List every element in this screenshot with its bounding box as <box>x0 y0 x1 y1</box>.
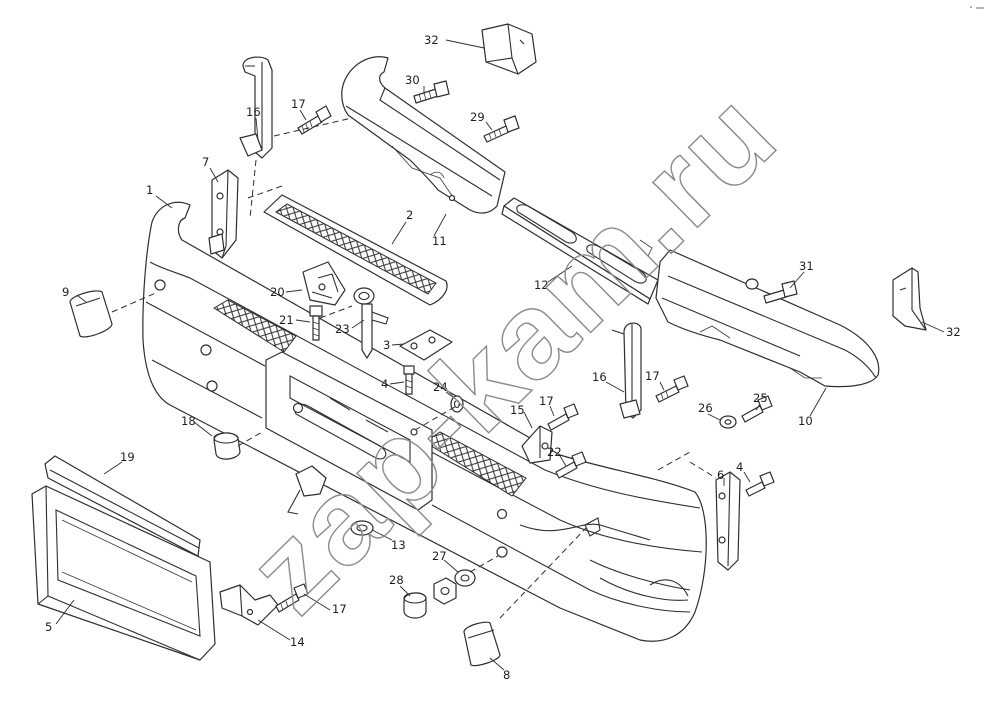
part-31-bolt <box>745 278 798 304</box>
callout-10: 10 <box>798 414 813 428</box>
callout-17-right: 17 <box>645 369 660 383</box>
callout-17-middle: 17 <box>539 394 554 408</box>
part-28-nut <box>403 577 457 619</box>
part-20-bracket <box>302 261 346 306</box>
callout-19: 19 <box>120 450 135 464</box>
part-9-cap <box>69 290 113 338</box>
part-12-middle-slot-panel <box>501 197 659 305</box>
part-15-bracket <box>521 425 553 464</box>
callout-26: 26 <box>698 401 713 415</box>
part-17-bolt-right <box>655 375 689 403</box>
corner-mark <box>970 6 984 9</box>
part-2-grille-insert <box>263 194 448 306</box>
part-25-bolt <box>741 395 773 423</box>
callout-15: 15 <box>510 403 525 417</box>
callout-23: 23 <box>335 322 350 336</box>
callout-27: 27 <box>432 549 447 563</box>
part-1-main-bumper <box>142 201 707 642</box>
callout-28: 28 <box>389 573 404 587</box>
callout-12: 12 <box>534 278 549 292</box>
part-23-pin <box>353 287 389 359</box>
part-6-right-bracket <box>715 471 741 571</box>
part-27-washer <box>454 569 476 587</box>
part-29-bolt <box>483 115 520 143</box>
part-26-washer <box>719 415 737 429</box>
callout-32-top: 32 <box>424 33 439 47</box>
callout-9: 9 <box>62 285 69 299</box>
callout-25: 25 <box>753 391 768 405</box>
part-30-bolt <box>413 80 450 104</box>
callout-24: 24 <box>433 380 448 394</box>
part-32-top-bracket <box>481 23 537 75</box>
callout-5: 5 <box>45 620 52 634</box>
callout-13: 13 <box>391 538 406 552</box>
assembly-lines <box>111 117 717 619</box>
part-8-cap <box>463 621 501 667</box>
callout-17-top-left: 17 <box>291 97 306 111</box>
part-17-bolt-middle <box>547 403 579 431</box>
callout-20: 20 <box>270 285 285 299</box>
callout-6: 6 <box>717 468 724 482</box>
callout-7: 7 <box>202 155 209 169</box>
callout-4-right: 4 <box>736 460 743 474</box>
part-16-right-bracket <box>611 322 642 419</box>
part-4-bolt-right <box>745 471 775 497</box>
leader-lines <box>55 39 945 671</box>
callout-18: 18 <box>181 414 196 428</box>
callout-32-right: 32 <box>946 325 961 339</box>
part-4-bolt-left <box>403 365 415 395</box>
part-21-bolt <box>309 305 323 341</box>
part-13-clip <box>287 465 374 536</box>
part-3-plate <box>399 329 453 361</box>
callout-1: 1 <box>146 183 153 197</box>
callout-16-right: 16 <box>592 370 607 384</box>
callout-31: 31 <box>799 259 814 273</box>
part-18-bushing <box>213 432 241 460</box>
callouts: 32 30 29 16 17 7 1 2 11 12 31 32 9 20 21… <box>45 33 961 682</box>
part-11-upper-left-cover <box>341 56 506 214</box>
callout-17-bottom: 17 <box>332 602 347 616</box>
part-32-right-bracket <box>892 267 927 331</box>
part-5-license-plate-frame <box>31 485 216 661</box>
callout-16-left: 16 <box>246 105 261 119</box>
callout-29: 29 <box>470 110 485 124</box>
callout-2: 2 <box>406 208 413 222</box>
part-19-trim-strip <box>44 455 201 557</box>
callout-30: 30 <box>405 73 420 87</box>
part-22-bolt <box>555 451 587 479</box>
part-10-upper-right-cover <box>655 249 880 388</box>
part-7-left-bracket <box>208 169 239 259</box>
callout-8: 8 <box>503 668 510 682</box>
callout-21: 21 <box>279 313 294 327</box>
callout-3: 3 <box>383 338 390 352</box>
callout-22: 22 <box>547 445 562 459</box>
callout-11: 11 <box>432 234 447 248</box>
part-16-left-bracket <box>239 56 273 159</box>
callout-4-left: 4 <box>381 377 388 391</box>
callout-14: 14 <box>290 635 305 649</box>
